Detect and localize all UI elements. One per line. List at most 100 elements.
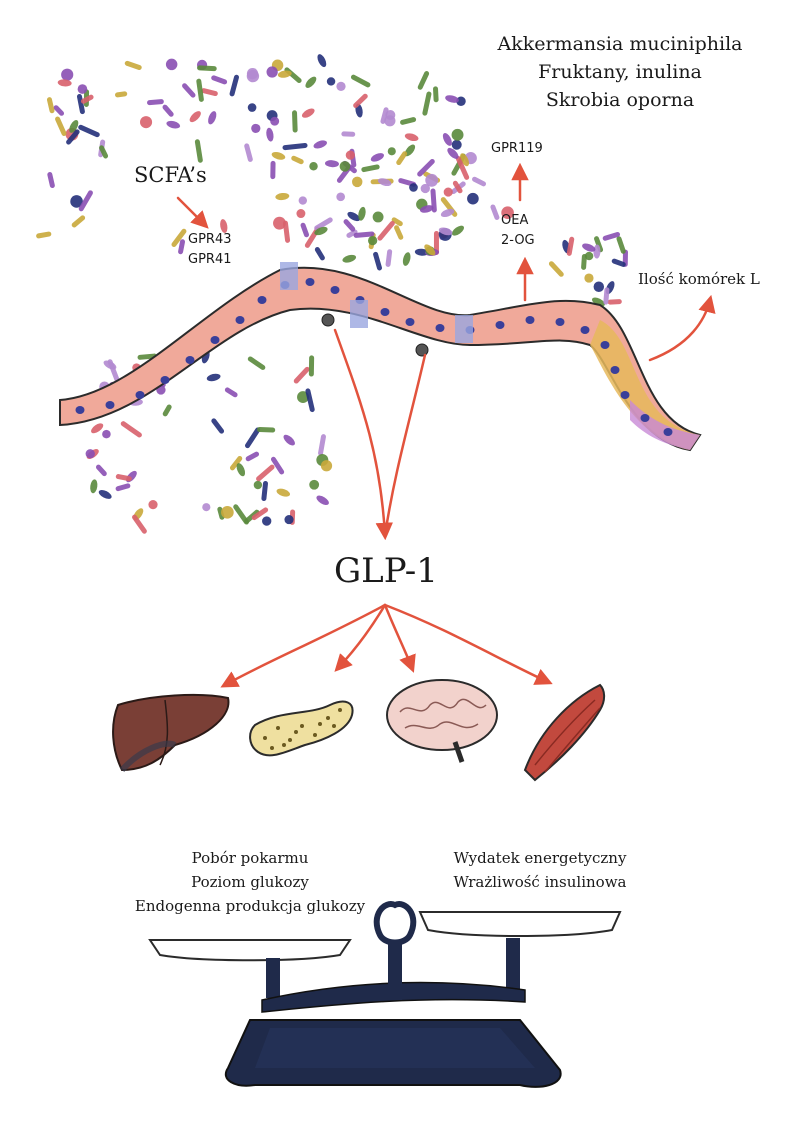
bacterium [229, 456, 243, 471]
bacterium [391, 217, 403, 227]
bacterium [36, 231, 52, 239]
bacterium [244, 143, 253, 162]
bacterium [76, 93, 85, 115]
bacterium [246, 67, 259, 80]
bacterium [148, 500, 158, 510]
bacterium [55, 116, 67, 137]
gut-microbiota [36, 54, 628, 534]
bacterium [270, 116, 280, 126]
bacterium [387, 147, 396, 156]
bacterium [451, 139, 462, 150]
bacterium [211, 418, 225, 434]
brain-icon [386, 679, 498, 763]
bacterium [245, 451, 260, 462]
prebiotic-label-2: Fruktany, inulina [538, 61, 702, 83]
bacterium [115, 474, 132, 482]
bacterium [402, 252, 411, 266]
scfa-label: SCFA’s [134, 163, 207, 187]
cell-nucleus [435, 324, 445, 332]
bacterium [221, 505, 234, 519]
gpr43-label: GPR43 [188, 232, 232, 247]
bacterium [420, 183, 430, 194]
bacterium [257, 427, 276, 433]
cell-nucleus [135, 391, 145, 399]
bacterium [377, 220, 395, 241]
bacterium [467, 192, 479, 205]
bacterium [301, 108, 315, 118]
bacterium [91, 423, 104, 434]
bacterium [298, 196, 307, 205]
cell-nucleus [525, 316, 535, 324]
bacterium [224, 387, 238, 398]
bacterium [132, 514, 147, 534]
bacterium [325, 160, 339, 168]
bacterium [284, 515, 294, 525]
pancreas-icon [249, 700, 354, 757]
bacterium [373, 251, 382, 271]
bacterium [455, 155, 470, 180]
bacterium [266, 66, 278, 78]
bacterium [339, 161, 351, 172]
bacterium [229, 74, 240, 97]
bacterium [314, 226, 328, 236]
cell-nucleus [600, 341, 610, 349]
balance-scale [148, 901, 622, 1088]
cell-nucleus [405, 318, 415, 326]
bacterium [409, 183, 418, 192]
bacterium [282, 142, 308, 151]
prebiotic-label-1: Akkermansia muciniphila [497, 33, 743, 55]
bacterium [66, 129, 80, 145]
bacterium [147, 99, 164, 106]
bacterium [404, 133, 419, 142]
bacterium [370, 153, 384, 162]
bacterium [236, 463, 246, 477]
bacterium [201, 88, 218, 97]
bacterium [548, 261, 564, 277]
bacterium [309, 479, 320, 490]
bacterium [247, 103, 257, 112]
bacterium [372, 211, 384, 223]
bacterium [404, 144, 416, 157]
bacterium [456, 96, 466, 106]
bacterium [438, 227, 453, 236]
bacterium [305, 388, 315, 413]
gpr41-label: GPR41 [188, 252, 232, 267]
cell-nucleus [235, 316, 245, 324]
bacterium [336, 192, 346, 202]
bacterium [276, 488, 291, 497]
bacterium [347, 211, 361, 222]
bacterium [425, 173, 439, 187]
cell-nucleus [210, 336, 220, 344]
bacterium [584, 251, 594, 261]
bacterium [361, 164, 380, 173]
bacterium [270, 160, 276, 180]
bacterium [490, 204, 500, 220]
bacterium [309, 162, 318, 171]
bacterium [220, 219, 228, 233]
bacterium [293, 366, 310, 384]
bacterium [377, 178, 392, 187]
bacterium [165, 58, 178, 71]
bacterium [166, 120, 181, 129]
liver-icon [112, 693, 230, 773]
bacterium [300, 222, 310, 238]
bacterium [69, 120, 79, 133]
bacterium [78, 124, 100, 138]
bacterium [343, 219, 356, 232]
bacterium [353, 93, 368, 108]
bacterium [419, 205, 434, 213]
bacterium [251, 507, 269, 521]
bacterium [194, 139, 203, 163]
cell-nucleus [610, 366, 620, 374]
bacterium [380, 107, 389, 124]
bacterium [85, 449, 95, 459]
bacterium [77, 84, 88, 94]
bacterium [292, 110, 298, 133]
bacterium [417, 71, 430, 90]
bacterium [196, 78, 204, 102]
bacterium [296, 209, 306, 218]
bacterium [270, 456, 285, 475]
bacterium [345, 150, 355, 160]
bacterium [305, 76, 317, 88]
bacterium [451, 128, 464, 141]
